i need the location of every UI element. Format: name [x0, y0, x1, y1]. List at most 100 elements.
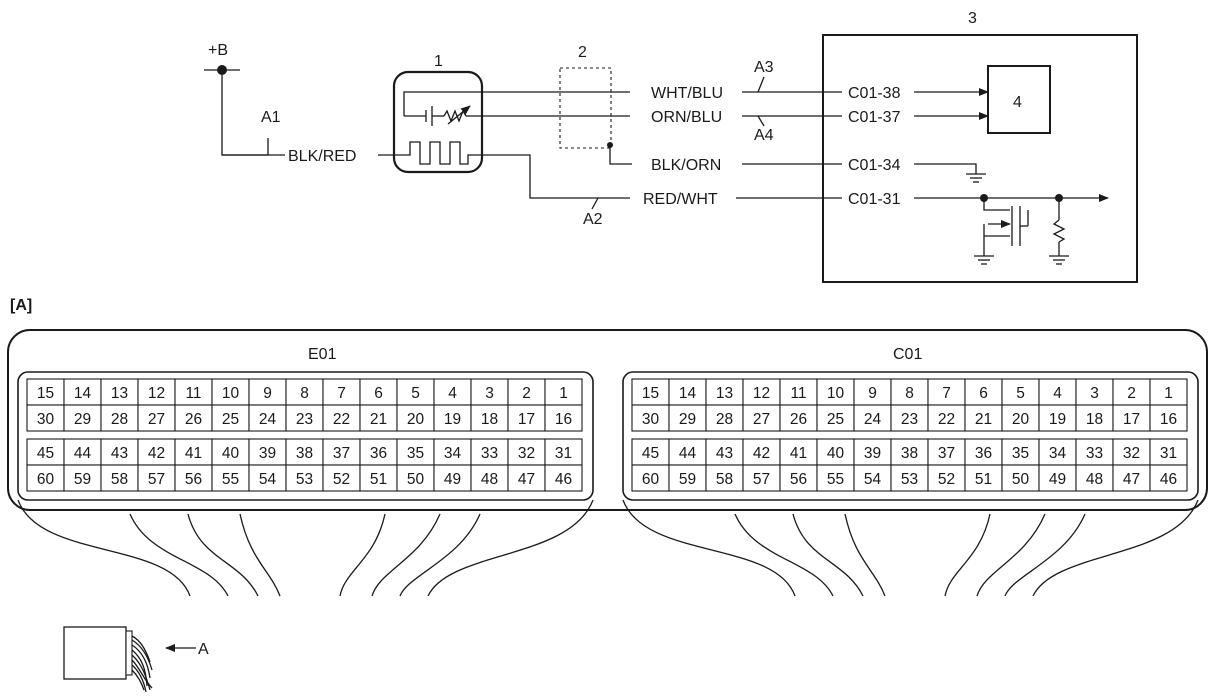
terminal-c01-37: C01-37 [848, 109, 901, 126]
e01-pin-number: 42 [148, 445, 165, 462]
c01-pin-number: 33 [1086, 445, 1103, 462]
e01-pin-cell [544, 438, 583, 466]
c01-pin-number: 16 [1160, 411, 1177, 428]
c01-pin-number: 49 [1049, 471, 1066, 488]
callout-1: 1 [434, 53, 443, 70]
c01-pin-number: 2 [1127, 385, 1136, 402]
e01-pin-number: 52 [333, 471, 350, 488]
c01-pin-number: 9 [868, 385, 877, 402]
e01-pin-number: 38 [296, 445, 313, 462]
e01-pin-cell [396, 464, 435, 492]
c01-pin-number: 23 [901, 411, 918, 428]
c01-pin-number: 17 [1123, 411, 1140, 428]
c01-pin-cell [779, 464, 818, 492]
e01-pin-cell [63, 464, 102, 492]
e01-pin-number: 54 [259, 471, 277, 488]
e01-pin-number: 13 [111, 385, 128, 402]
e01-pin-number: 47 [518, 471, 535, 488]
e01-pin-number: 32 [518, 445, 535, 462]
c01-pin-number: 3 [1090, 385, 1099, 402]
e01-pin-cell [396, 378, 435, 406]
e01-pin-number: 50 [407, 471, 425, 488]
sensor-component [392, 70, 484, 174]
view-label: [A] [10, 297, 32, 314]
c01-pin-number: 19 [1049, 411, 1066, 428]
e01-pin-number: 11 [185, 385, 201, 402]
c01-pin-number: 10 [827, 385, 845, 402]
e01-pin-cell [63, 404, 102, 432]
processor-block [987, 65, 1051, 134]
c01-pin-number: 58 [716, 471, 733, 488]
callout-3: 3 [968, 10, 977, 27]
e01-pin-cell [100, 404, 139, 432]
c01-pin-cell [1001, 378, 1040, 406]
e01-pin-cell [470, 378, 509, 406]
e01-pin-number: 44 [74, 445, 92, 462]
connector-e01-name: E01 [308, 346, 337, 363]
e01-pin-number: 55 [222, 471, 239, 488]
e01-pin-number: 58 [111, 471, 128, 488]
c01-pin-number: 42 [753, 445, 770, 462]
c01-pin-number: 11 [790, 385, 806, 402]
control-module [822, 34, 1138, 283]
c01-pin-cell [1038, 438, 1077, 466]
c01-pin-number: 53 [901, 471, 918, 488]
c01-pin-number: 51 [975, 471, 992, 488]
c01-pin-number: 1 [1164, 385, 1173, 402]
c01-pin-number: 55 [827, 471, 844, 488]
c01-pin-cell [853, 464, 892, 492]
c01-pin-cell [1112, 464, 1151, 492]
c01-pin-number: 20 [1012, 411, 1030, 428]
c01-pin-number: 34 [1049, 445, 1067, 462]
e01-pin-number: 53 [296, 471, 313, 488]
c01-pin-number: 14 [679, 385, 697, 402]
e01-pin-cell [433, 378, 472, 406]
e01-pin-number: 37 [333, 445, 350, 462]
c01-pin-cell [631, 464, 670, 492]
c01-pin-number: 4 [1053, 385, 1062, 402]
c01-pin-cell [1112, 404, 1151, 432]
connector-c01-name: C01 [893, 346, 922, 363]
c01-pin-number: 26 [790, 411, 807, 428]
e01-pin-number: 5 [411, 385, 420, 402]
c01-pin-cell [1075, 464, 1114, 492]
e01-pin-number: 30 [37, 411, 55, 428]
c01-pin-number: 25 [827, 411, 844, 428]
e01-pin-cell [359, 404, 398, 432]
c01-pin-number: 57 [753, 471, 770, 488]
e01-pin-number: 57 [148, 471, 165, 488]
c01-pin-cell [1149, 378, 1188, 406]
e01-pin-number: 59 [74, 471, 91, 488]
c01-pin-number: 8 [905, 385, 914, 402]
c01-pin-cell [816, 404, 855, 432]
c01-pin-cell [1038, 378, 1077, 406]
c01-pin-number: 12 [753, 385, 770, 402]
e01-pin-number: 10 [222, 385, 240, 402]
e01-pin-cell [359, 438, 398, 466]
e01-pin-number: 28 [111, 411, 128, 428]
e01-pin-cell [507, 464, 546, 492]
connector-housing [7, 329, 1208, 511]
e01-pin-number: 8 [300, 385, 309, 402]
e01-pin-cell [248, 378, 287, 406]
supply-label: +B [208, 42, 228, 59]
e01-pin-number: 9 [263, 385, 272, 402]
e01-pin-cell [137, 404, 176, 432]
e01-pin-number: 19 [444, 411, 461, 428]
e01-pin-cell [544, 404, 583, 432]
c01-pin-number: 5 [1016, 385, 1025, 402]
harness-wires [17, 499, 1199, 597]
e01-pin-number: 4 [448, 385, 457, 402]
c01-pin-number: 32 [1123, 445, 1140, 462]
c01-pin-number: 15 [642, 385, 659, 402]
shield-component [559, 67, 612, 149]
e01-pin-cell [470, 464, 509, 492]
c01-pin-cell [1149, 464, 1188, 492]
c01-pin-number: 48 [1086, 471, 1103, 488]
e01-pin-number: 20 [407, 411, 425, 428]
wire-a3-id: A3 [754, 59, 774, 76]
e01-pin-cell [322, 378, 361, 406]
callout-4: 4 [1013, 94, 1022, 111]
c01-pin-cell [890, 438, 929, 466]
